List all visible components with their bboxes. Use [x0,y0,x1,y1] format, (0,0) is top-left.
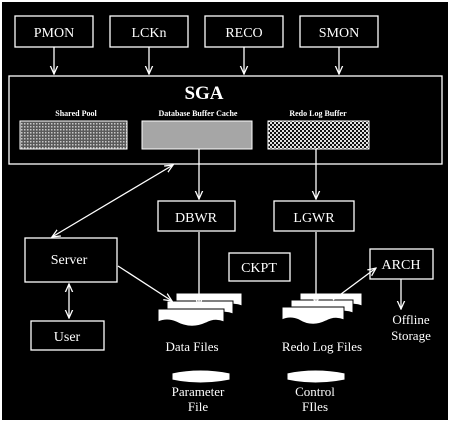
reco-process: RECO [204,15,284,48]
user-label: User [54,330,81,345]
data-files-label: Data Files [165,339,218,354]
offline-storage-label-line1: Offline [392,312,430,327]
ckpt-label: CKPT [241,261,277,276]
parameter-file-label-line1: Parameter [172,384,225,399]
redo-log-buffer-area [267,120,370,150]
shared-pool-area [19,120,128,150]
server-label: Server [51,253,88,268]
parameter-file-label-line2: File [188,399,208,414]
redo-log-files-stack [281,292,363,325]
sga-box: SGA Shared Pool Database Buffer Cache Re… [8,75,443,165]
ckpt-process: CKPT [228,252,291,282]
smon-label: SMON [319,26,359,41]
redo-log-buffer-label: Redo Log Buffer [289,109,347,118]
control-files-disk [286,369,346,384]
redo-log-files-label: Redo Log Files [282,339,362,354]
sga-title: SGA [184,83,223,104]
redofiles-to-arch-arrow [332,268,376,301]
lckn-process: LCKn [109,15,189,48]
database-buffer-cache-label: Database Buffer Cache [159,109,238,118]
dbwr-process: DBWR [157,200,236,232]
parameter-file-disk [171,369,231,384]
database-buffer-cache-area [141,120,253,150]
server-sga-arrow [52,165,173,237]
arch-process: ARCH [369,248,434,280]
user-box: User [30,320,105,351]
server-process: Server [24,237,118,283]
pmon-process: PMON [14,15,94,48]
dbwr-label: DBWR [175,211,218,226]
lckn-label: LCKn [132,26,167,41]
lgwr-label: LGWR [293,211,335,226]
smon-process: SMON [299,15,379,48]
offline-storage-label-line2: Storage [391,328,431,343]
control-files-label-line1: Control [295,384,335,399]
data-files-stack [157,292,243,327]
server-to-datafiles-arrow [117,265,172,301]
pmon-label: PMON [34,26,74,41]
reco-label: RECO [225,26,262,41]
shared-pool-label: Shared Pool [55,109,97,118]
arch-label: ARCH [382,258,421,273]
lgwr-process: LGWR [273,200,355,232]
control-files-label-line2: FIles [302,399,328,414]
